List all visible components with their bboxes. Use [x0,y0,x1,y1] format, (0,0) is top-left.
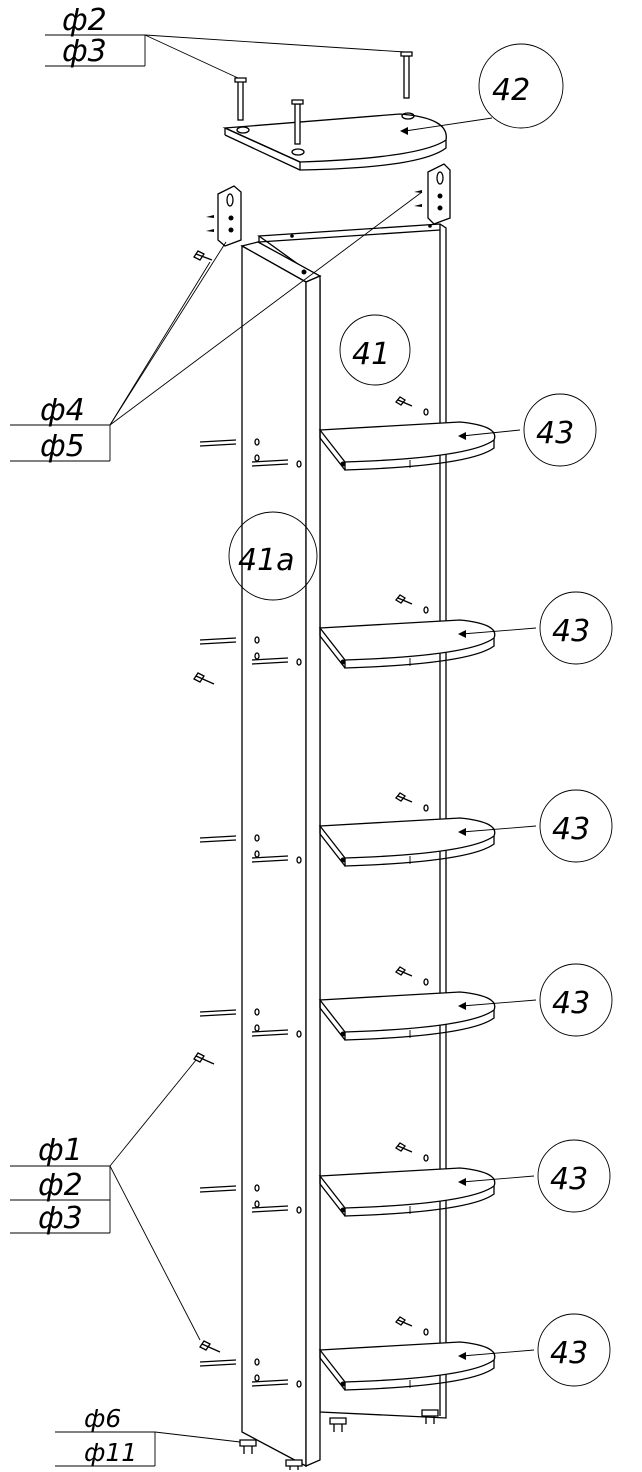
shelf [318,421,496,471]
part-number: 43 [550,1162,588,1197]
callout-label: ф11 [84,1438,137,1467]
part-number: 43 [552,812,590,847]
part-number: 41 [352,337,390,372]
shelf [318,991,496,1041]
part-callout-43: 43 [539,591,613,665]
shelf [318,1167,496,1217]
callout-label: ф3 [38,1201,83,1236]
part-number: 41а [238,543,295,578]
side-panel [240,241,322,1468]
hinge-left [193,185,242,261]
callout-label: ф2 [62,3,107,38]
callout-label: ф5 [40,429,85,464]
part-callout-43: 43 [537,1313,611,1387]
part-number: 43 [550,1336,588,1371]
part-callout-43: 43 [523,393,597,467]
shelf [318,1341,496,1391]
part-callout-41a: 41а [228,511,318,601]
callout-label: ф1 [38,1133,83,1168]
part-number: 43 [552,986,590,1021]
part-callout-43: 43 [539,963,613,1037]
callout-label: ф2 [38,1168,83,1203]
part-number: 42 [492,73,530,108]
callout-hinge-fittings: ф4 ф5 [10,191,423,464]
callout-label: ф6 [84,1404,121,1433]
callout-label: ф4 [40,393,85,428]
hinge-right [414,163,451,225]
part-number: 43 [552,614,590,649]
part-callout-41: 41 [339,314,411,386]
shelf [318,619,496,669]
part-callout-43: 43 [539,789,613,863]
feet [239,1409,439,1470]
part-number: 43 [536,416,574,451]
shelf [318,817,496,867]
callout-left-fittings: ф1 ф2 ф3 [10,672,221,1353]
callout-top-fittings: ф2 ф3 [45,3,406,79]
part-callout-43: 43 [537,1139,611,1213]
callout-label: ф3 [62,34,107,69]
part-callout-42: 42 [478,43,564,129]
top-panel [222,51,493,171]
callout-feet-fittings: ф6 ф11 [55,1404,241,1467]
shelves: 43 43 43 43 43 43 [199,393,613,1391]
